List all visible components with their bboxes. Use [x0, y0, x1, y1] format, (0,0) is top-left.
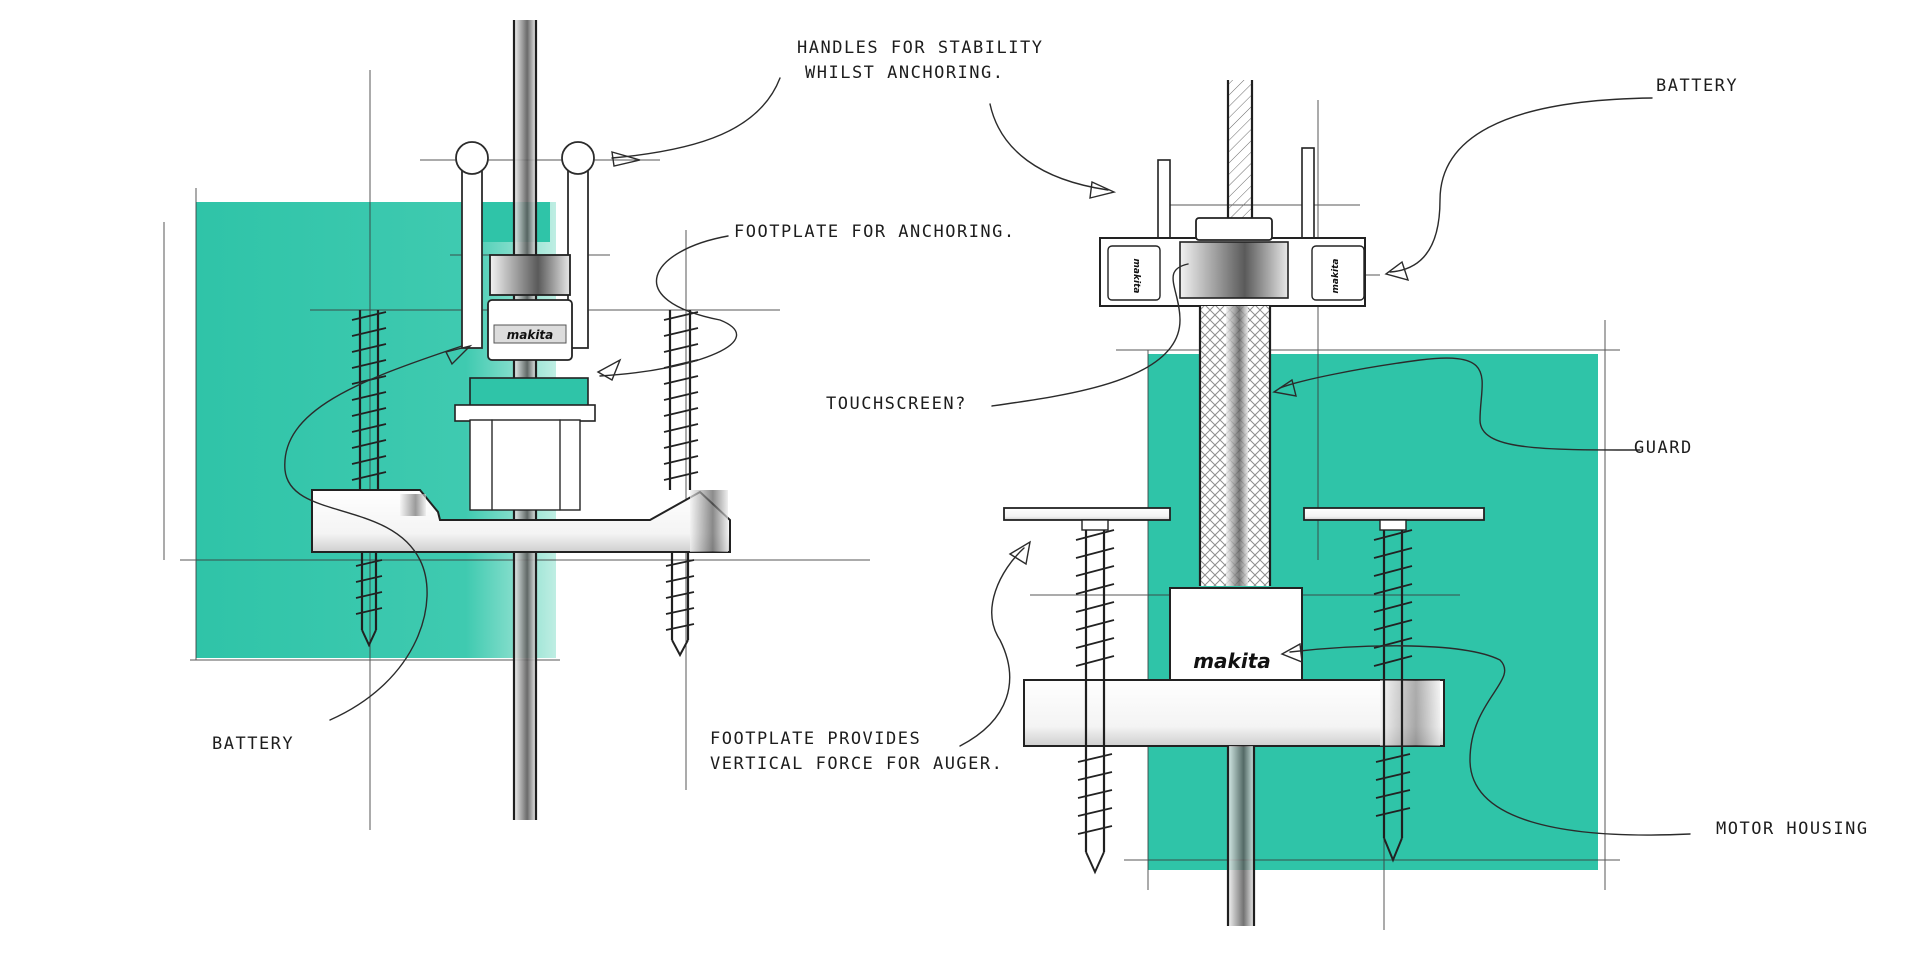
right-battery-cap: makita makita [1099, 217, 1366, 307]
label-battery-right: BATTERY [1656, 76, 1739, 96]
left-screws [351, 310, 699, 658]
label-footplate-force: FOOTPLATE PROVIDES VERTICAL FORCE FOR AU… [710, 727, 1003, 776]
label-footplate-force-line1: FOOTPLATE PROVIDES [710, 729, 922, 749]
label-battery-left: BATTERY [212, 734, 295, 754]
right-sketch: makita makita makita [959, 80, 1691, 930]
right-leader-lines [959, 97, 1691, 836]
label-handles: HANDLES FOR STABILITY WHILST ANCHORING. [797, 36, 1043, 85]
right-guard-shaft [1198, 306, 1272, 586]
right-screws [1003, 507, 1485, 875]
right-auger-shaft-bottom [1228, 746, 1254, 926]
right-footplate [1023, 679, 1445, 747]
cap-left-logo: makita [1131, 259, 1141, 294]
label-handles-line1: HANDLES FOR STABILITY [797, 38, 1044, 58]
cap-right-logo: makita [1331, 259, 1341, 294]
label-guard: GUARD [1634, 438, 1693, 458]
left-motor-stack: makita [454, 254, 596, 511]
right-makita-logo: makita [1193, 649, 1271, 673]
label-handles-line2: WHILST ANCHORING. [805, 62, 1005, 83]
label-motor-housing: MOTOR HOUSING [1716, 819, 1869, 839]
right-auger-shaft-top [1228, 80, 1252, 220]
left-makita-logo: makita [507, 328, 554, 342]
label-footplate-anchoring: FOOTPLATE FOR ANCHORING. [734, 222, 1016, 242]
left-sketch: makita [163, 20, 870, 830]
left-footplate [311, 489, 731, 553]
label-footplate-force-line2: VERTICAL FORCE FOR AUGER. [710, 753, 1004, 774]
left-handles [455, 141, 595, 349]
left-leader-lines [284, 77, 781, 721]
label-touchscreen: TOUCHSCREEN? [826, 394, 967, 414]
